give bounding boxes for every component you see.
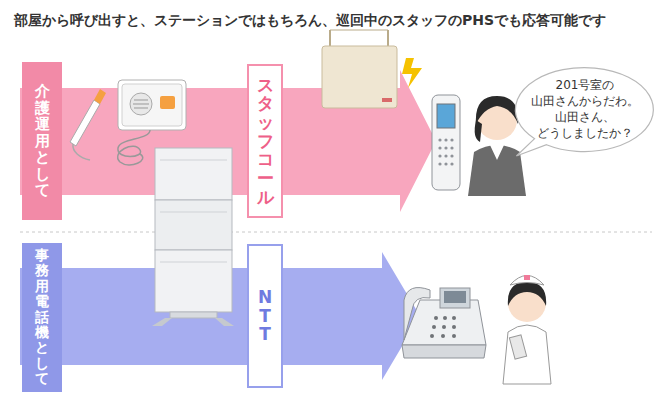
category-label: 介護運用として <box>22 62 62 220</box>
vertical-label: NTT <box>257 288 274 344</box>
signal-lightning <box>402 58 422 88</box>
speech-bubble: 201号室の 山田さんからだわ。 山田さん、 どうしましたか？ <box>515 66 655 152</box>
phs-handset <box>432 95 460 190</box>
vertical-label: 介護運用として <box>35 83 50 199</box>
system-box: NTT <box>247 244 283 388</box>
bubble-shape <box>515 68 653 156</box>
desk-phone <box>402 288 486 358</box>
system-box: スタッフコール <box>247 64 283 218</box>
nurse-call-panel <box>118 80 186 165</box>
antenna-unit <box>322 30 397 108</box>
nurse-figure <box>503 275 551 384</box>
separator-line <box>20 232 652 233</box>
bubble-text: 201号室の 山田さんからだわ。 山田さん、 どうしましたか？ <box>525 77 645 142</box>
vertical-label: 事務用電話機として <box>35 248 49 387</box>
category-label: 事務用電話機として <box>22 243 62 392</box>
call-handset <box>70 89 106 160</box>
vertical-label: スタッフコール <box>257 76 274 207</box>
control-cabinet <box>152 148 234 326</box>
heading-title: 部屋から呼び出すと、ステーションではもちろん、巡回中のスタッフのPHSでも応答可… <box>14 12 606 30</box>
